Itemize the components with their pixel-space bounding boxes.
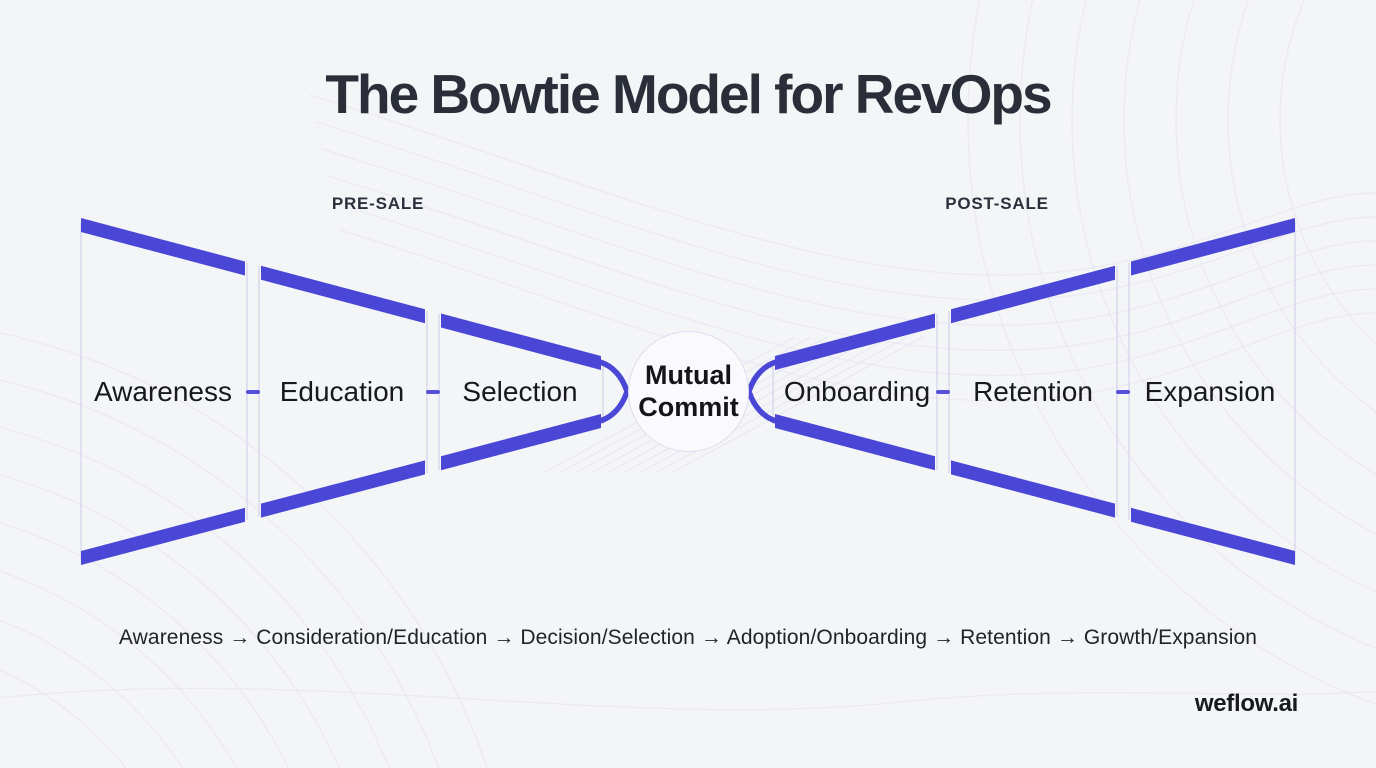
page-title: The Bowtie Model for RevOps <box>325 63 1052 125</box>
stage-selection: Selection <box>462 376 578 407</box>
stage-expansion: Expansion <box>1144 376 1276 407</box>
pre-sale-label: PRE-SALE <box>331 194 425 213</box>
post-sale-label: POST-SALE <box>945 194 1049 213</box>
stage-separator-dash <box>1116 390 1130 394</box>
stage-separator-dash <box>426 390 440 394</box>
funnel-tip-curves <box>597 359 779 424</box>
stage-retention: Retention <box>973 376 1093 407</box>
stage-separator-dash <box>246 390 260 394</box>
weflow-brand-logo: weflow.ai <box>1194 690 1298 717</box>
stage-onboarding: Onboarding <box>783 376 931 407</box>
funnel-bars <box>81 218 1295 565</box>
mutual-commit-node: Mutual Commit <box>628 331 749 452</box>
stage-separator-dash <box>936 390 950 394</box>
customer-journey-path: Awareness → Consideration/Education → De… <box>118 626 1258 649</box>
stage-education: Education <box>279 376 405 407</box>
stage-awareness: Awareness <box>93 376 232 407</box>
